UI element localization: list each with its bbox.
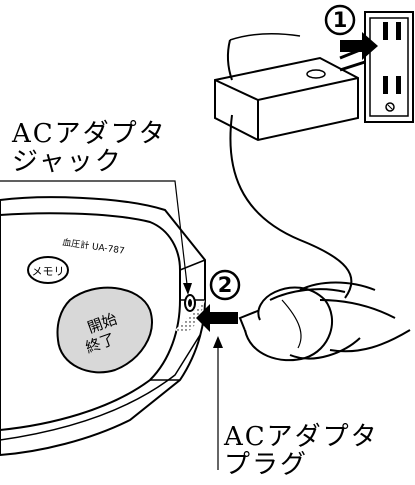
- wall-outlet-icon: [365, 12, 413, 122]
- memory-button-label: メモリ: [32, 265, 65, 278]
- step-1-badge: 1: [326, 6, 354, 34]
- memory-button: メモリ: [28, 257, 68, 283]
- adapter-cable: [230, 115, 351, 298]
- step-2-badge: 2: [211, 271, 239, 299]
- ac-adapter-jack: [185, 295, 195, 311]
- step-2-number: 2: [218, 273, 233, 297]
- plug-label-line1: ACアダプタ: [224, 423, 379, 451]
- jack-label-line1: ACアダプタ: [12, 120, 167, 148]
- jack-label-line2: ジャック: [12, 148, 123, 176]
- hand-icon: [240, 283, 410, 361]
- plug-label-line2: プラグ: [224, 451, 308, 479]
- step-1-number: 1: [333, 8, 348, 32]
